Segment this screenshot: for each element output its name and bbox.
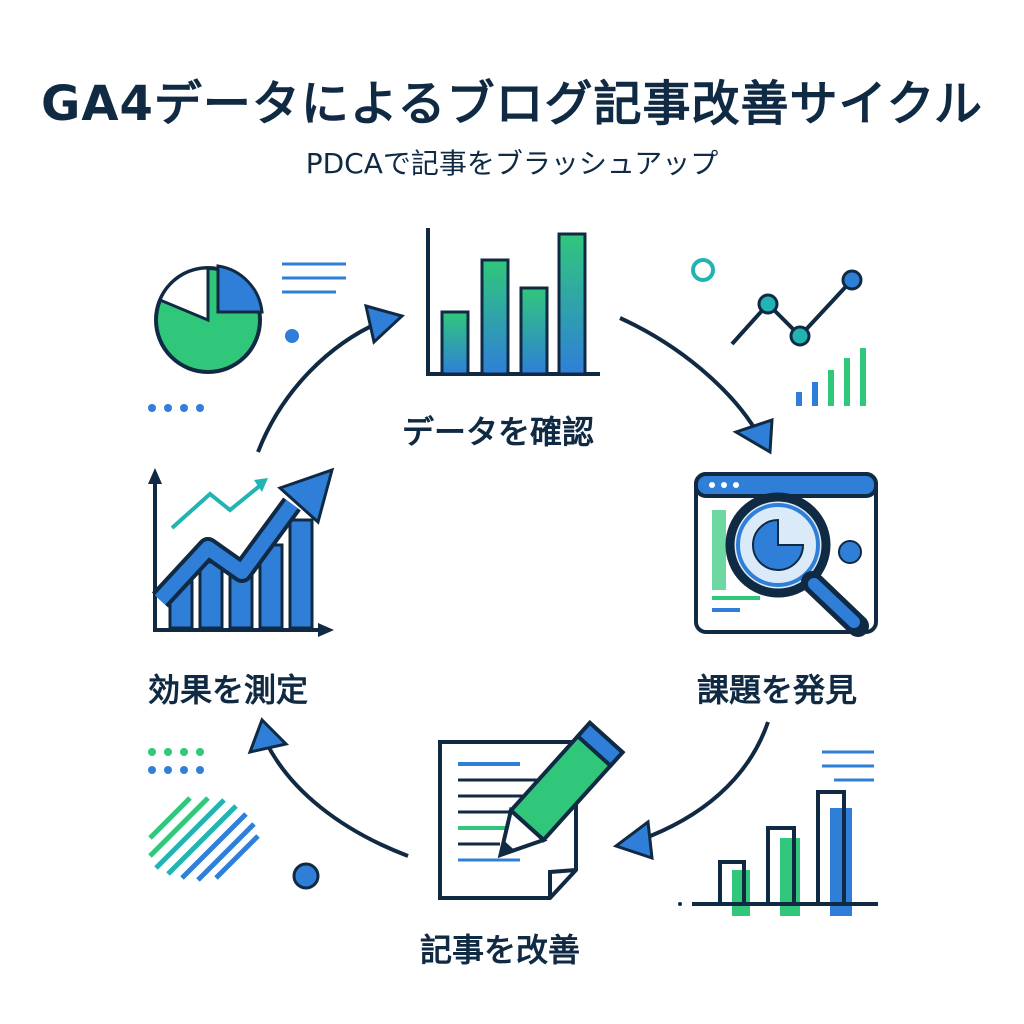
bar-chart-icon [426, 228, 600, 376]
step-label-find-issues: 課題を発見 [697, 671, 858, 709]
bars-decoration-icon [678, 750, 878, 916]
pencil-document-icon [438, 720, 626, 900]
step-label-measure-effect: 効果を測定 [148, 671, 309, 709]
arrow-find-to-improve [639, 721, 770, 842]
stripes-decoration-icon [148, 748, 320, 890]
growth-chart-icon [148, 467, 335, 637]
arrowhead-measure-to-check [363, 303, 405, 345]
arrow-measure-to-check [256, 320, 381, 453]
magnifier-report-icon [694, 472, 878, 637]
arrow-improve-to-measure [264, 741, 409, 858]
pie-chart-icon [148, 262, 346, 412]
page-subtitle: PDCAで記事をブラッシュアップ [305, 147, 719, 180]
arrowhead-improve-to-measure [247, 717, 289, 755]
step-label-improve-article: 記事を改善 [420, 931, 581, 969]
page-title: GA4データによるブログ記事改善サイクル [40, 76, 984, 132]
arrowhead-check-to-find [732, 417, 774, 455]
step-label-check-data: データを確認 [402, 413, 595, 451]
line-chart-icon [691, 258, 866, 406]
arrowhead-find-to-improve [612, 819, 654, 861]
arrow-check-to-find [619, 316, 762, 439]
